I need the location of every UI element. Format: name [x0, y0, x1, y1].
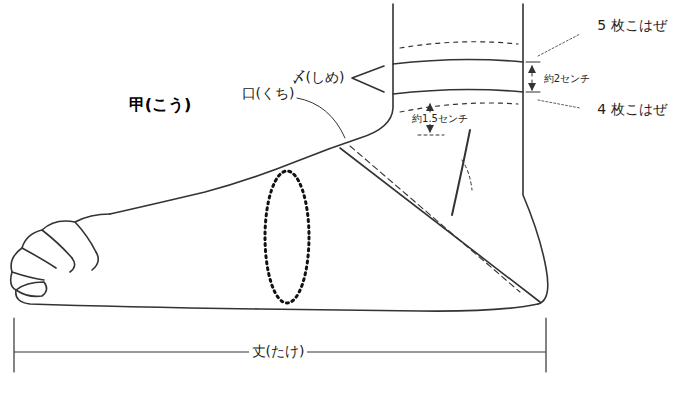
part-label: 甲(こう) — [129, 96, 192, 114]
dimension-label: 約1.5センチ — [409, 113, 471, 124]
shime-label: 〆(しめ) — [292, 70, 345, 85]
kohaze-label: 4 枚こはぜ — [597, 102, 666, 117]
part-label: 口(くち) — [242, 86, 295, 101]
dimension-label: 丈(たけ) — [249, 344, 308, 359]
kohaze-label: 5 枚こはぜ — [597, 18, 666, 33]
dimension-label: 約2センチ — [541, 73, 593, 84]
